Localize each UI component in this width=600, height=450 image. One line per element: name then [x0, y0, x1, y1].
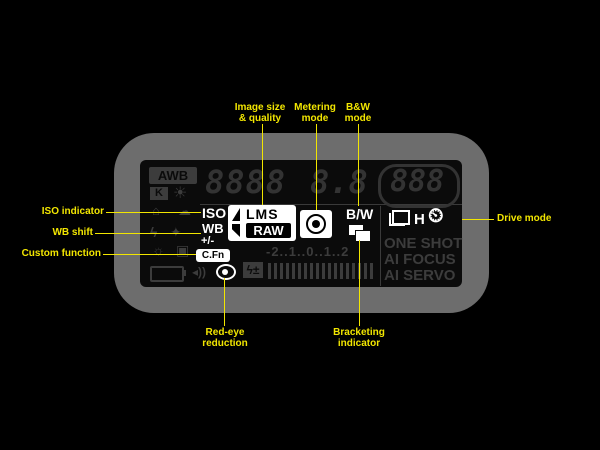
callout-bracketing: Bracketing indicator	[333, 327, 385, 349]
callout-metering: Metering mode	[294, 102, 336, 124]
beep-icon: ◂))	[192, 265, 207, 279]
self-timer-icon: ⏲	[428, 205, 444, 227]
leader-bw	[358, 124, 359, 206]
leader-custom-function	[103, 254, 196, 255]
segment-shots-display: 888	[390, 164, 445, 199]
sun-wb-icon: ☀	[173, 185, 188, 202]
lcd-divider-horizontal	[200, 204, 462, 205]
af-ai-servo: AI SERVO	[384, 267, 456, 284]
callout-image-size: Image size & quality	[234, 102, 286, 124]
lcd-divider-vertical	[380, 206, 381, 286]
callout-redeye: Red-eye reduction	[202, 327, 248, 349]
af-ai-focus: AI FOCUS	[384, 251, 456, 268]
shade-wb-icon: ⌂	[152, 203, 160, 218]
drive-high-speed-label: H	[414, 211, 425, 228]
drive-continuous-back	[389, 213, 405, 226]
callout-wb-shift: WB shift	[52, 227, 93, 238]
kelvin-indicator: K	[150, 187, 168, 200]
quality-normal-icon	[232, 224, 240, 237]
segment-aperture-display: 8.8	[310, 163, 368, 201]
metering-center-icon	[312, 220, 320, 228]
leader-drive	[462, 219, 494, 220]
raw-label: RAW	[246, 223, 291, 238]
leader-metering	[316, 124, 317, 210]
wb-indicator: WB	[202, 221, 224, 236]
af-one-shot: ONE SHOT	[384, 235, 463, 252]
leader-iso	[106, 212, 201, 213]
image-quality-indicator: LMS RAW	[228, 205, 296, 241]
fluorescent-wb-icon: ☼	[152, 242, 165, 258]
image-size-label: LMS	[246, 206, 279, 222]
callout-drive-mode: Drive mode	[497, 213, 552, 224]
iso-indicator: ISO	[202, 205, 227, 221]
segment-shutter-display: 8888	[205, 163, 287, 201]
leader-bracketing	[359, 240, 360, 326]
custom-function-indicator: C.Fn	[196, 249, 230, 262]
flash-wb-icon: ϟ	[150, 224, 158, 240]
bw-mode-indicator: B/W	[346, 206, 374, 222]
custom-wb-icon: ▣	[176, 242, 190, 258]
battery-icon	[150, 266, 184, 282]
exposure-scale-bars	[268, 263, 373, 279]
flash-compensation-icon: ϟ±	[243, 262, 263, 278]
awb-indicator: AWB	[149, 167, 197, 184]
cloud-wb-icon: ☁	[178, 203, 191, 218]
bracketing-front-frame	[355, 230, 371, 242]
red-eye-pupil	[222, 269, 228, 275]
callout-iso: ISO indicator	[41, 206, 104, 217]
wb-shift-indicator: +/-	[201, 235, 215, 247]
tungsten-wb-icon: ✦	[170, 224, 182, 240]
leader-image-size	[262, 124, 263, 205]
red-eye-icon	[216, 264, 236, 280]
metering-circle-icon	[306, 214, 326, 234]
quality-fine-icon	[232, 208, 240, 221]
leader-wb-shift	[95, 233, 201, 234]
battery-tip	[183, 270, 186, 276]
callout-custom-function: Custom function	[21, 248, 101, 259]
exposure-scale-labels: -2..1..0..1..2	[266, 244, 350, 259]
metering-mode-indicator	[300, 210, 332, 238]
segment-shots-frame	[378, 164, 460, 208]
callout-bw: B&W mode	[344, 102, 372, 124]
leader-redeye	[224, 278, 225, 326]
